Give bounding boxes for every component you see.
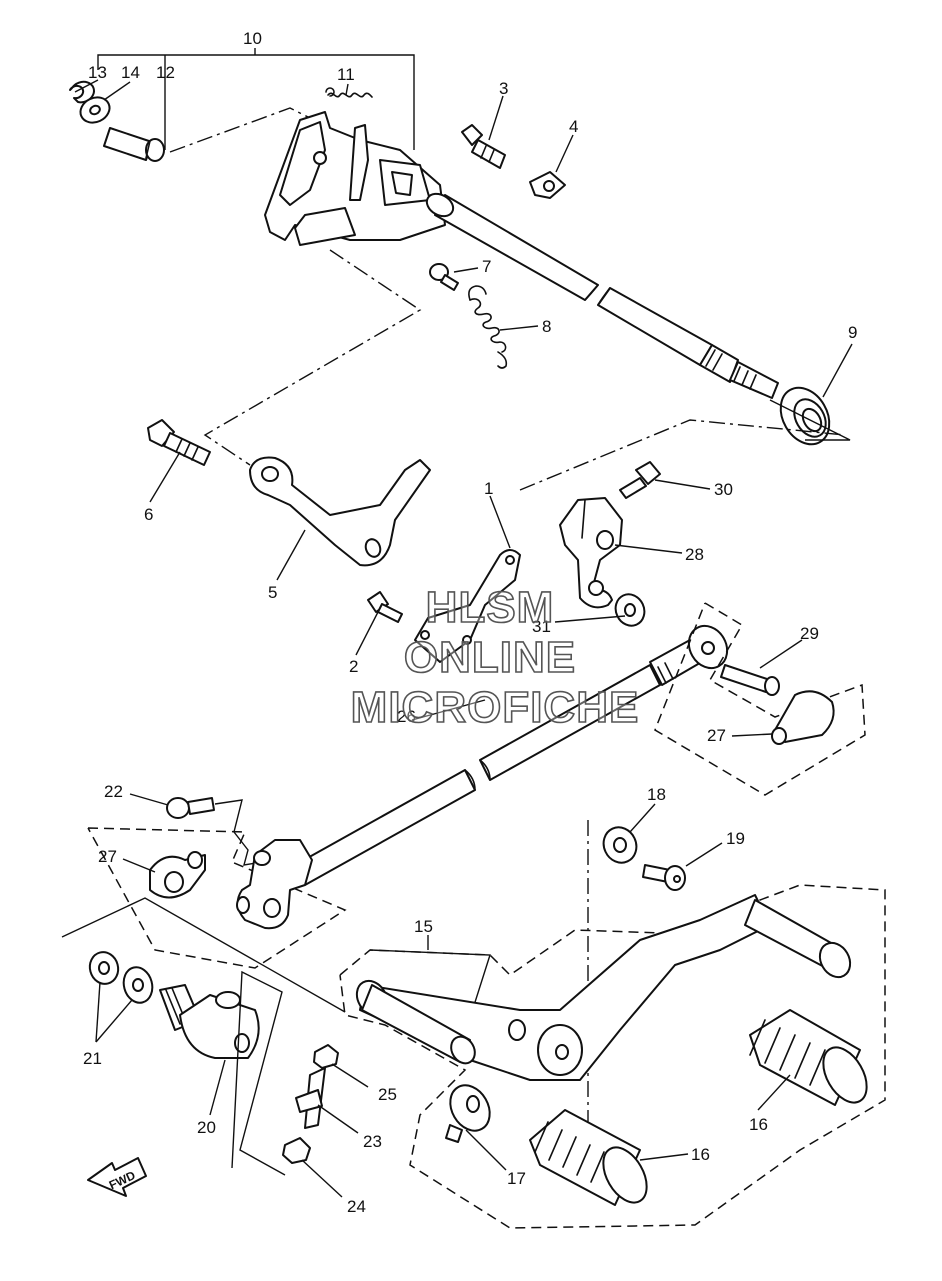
circlip-13 — [69, 80, 95, 104]
callout-15: 15 — [414, 917, 433, 936]
arm-28 — [559, 497, 623, 609]
clip-4 — [529, 171, 566, 199]
lower-arm — [236, 839, 313, 930]
callout-17: 17 — [507, 1169, 526, 1188]
bracket-1 — [414, 549, 521, 663]
bolt-7 — [429, 263, 459, 291]
callout-29: 29 — [800, 624, 819, 643]
shift-arm-assembly-10 — [264, 111, 446, 246]
callout-27a: 27 — [98, 847, 117, 866]
forward-arrow-icon: FWD — [87, 1157, 147, 1197]
callout-16a: 16 — [749, 1115, 768, 1134]
callout-9: 9 — [848, 323, 857, 342]
callout-28: 28 — [685, 545, 704, 564]
pedal-rubber-16-lower — [529, 1109, 648, 1206]
bolt-3 — [461, 124, 506, 169]
callout-1: 1 — [484, 479, 493, 498]
callout-31: 31 — [532, 617, 551, 636]
watermark-line-3: MICROFICHE — [351, 683, 640, 732]
shift-rod-26 — [294, 624, 729, 886]
joint-17 — [445, 1084, 491, 1143]
watermark: HLSM ONLINE MICROFICHE — [350, 582, 640, 733]
washer-31 — [614, 593, 646, 627]
callout-16b: 16 — [691, 1145, 710, 1164]
callout-11: 11 — [337, 65, 355, 84]
nut-25 — [313, 1044, 339, 1069]
pin-12 — [103, 127, 165, 162]
callout-3: 3 — [499, 79, 508, 98]
shaft-end-20 — [159, 984, 260, 1059]
bolt-6 — [147, 419, 211, 466]
spring-8 — [468, 285, 508, 369]
callout-4: 4 — [569, 117, 578, 136]
spring-11 — [325, 87, 373, 98]
callout-30: 30 — [714, 480, 733, 499]
callout-2: 2 — [349, 657, 358, 676]
nut-24 — [282, 1137, 311, 1164]
bolt-2 — [367, 591, 403, 623]
callout-12: 12 — [156, 63, 175, 82]
bolt-29 — [720, 664, 780, 696]
joint-27-lower — [149, 851, 206, 899]
bolt-30 — [619, 461, 661, 499]
bolt-22 — [166, 797, 215, 819]
callout-5: 5 — [268, 583, 277, 602]
bracket-10 — [97, 48, 415, 150]
callout-26: 26 — [397, 707, 416, 726]
callout-22: 22 — [104, 782, 123, 801]
oil-seal-9 — [779, 386, 831, 446]
callout-20: 20 — [197, 1118, 216, 1137]
callout-19: 19 — [726, 829, 745, 848]
callout-13: 13 — [88, 63, 107, 82]
callout-24: 24 — [347, 1197, 366, 1216]
callout-6: 6 — [144, 505, 153, 524]
callout-25: 25 — [378, 1085, 397, 1104]
shift-pedal-15 — [355, 894, 852, 1081]
washer-14 — [79, 96, 111, 124]
watermark-line-1: HLSM — [426, 583, 555, 632]
watermark-line-2: ONLINE — [404, 633, 576, 682]
callout-27b: 27 — [707, 726, 726, 745]
callout-21: 21 — [83, 1049, 102, 1068]
callout-10: 10 — [243, 29, 262, 48]
bolt-23 — [295, 1067, 326, 1129]
joint-27-upper — [771, 690, 835, 745]
bolt-19 — [642, 864, 686, 891]
leader-lines — [74, 79, 853, 1198]
washer-21 — [88, 951, 154, 1004]
callout-labels: 1 2 3 4 5 6 7 8 9 10 11 12 13 14 15 16 1… — [83, 29, 857, 1216]
shift-shaft — [425, 192, 779, 399]
callout-7: 7 — [482, 257, 491, 276]
washer-18 — [602, 826, 638, 864]
callout-14: 14 — [121, 63, 140, 82]
pedal-rubber-16-upper — [749, 1009, 868, 1106]
callout-23: 23 — [363, 1132, 382, 1151]
callout-8: 8 — [542, 317, 551, 336]
callout-18: 18 — [647, 785, 666, 804]
shift-lever-5 — [249, 456, 431, 567]
